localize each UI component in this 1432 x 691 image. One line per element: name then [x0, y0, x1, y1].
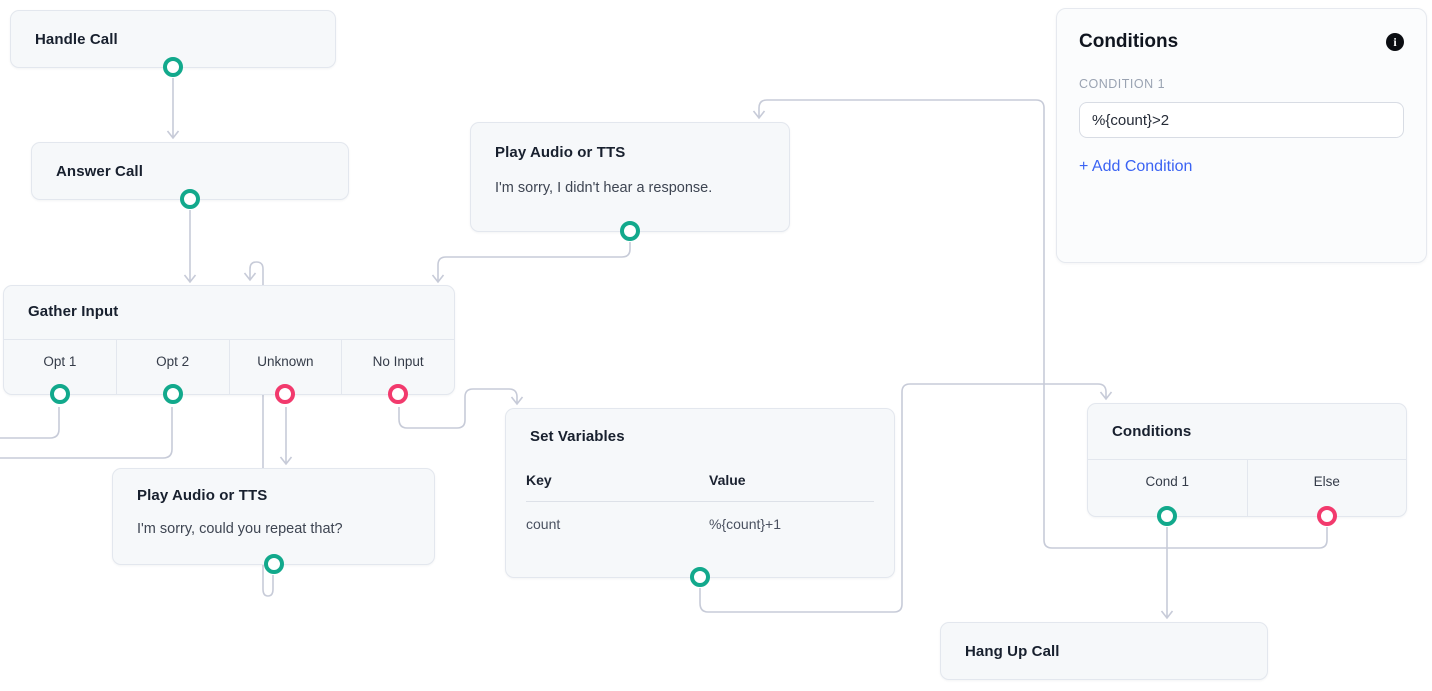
node-conditions[interactable]: Conditions Cond 1 Else — [1087, 403, 1407, 526]
add-condition-link[interactable]: + Add Condition — [1079, 158, 1193, 175]
edge-playbottom-loop-to-gather — [243, 261, 274, 597]
option-opt1[interactable]: Opt 1 — [4, 340, 116, 404]
option-label: No Input — [372, 354, 424, 369]
option-cond1[interactable]: Cond 1 — [1088, 460, 1247, 526]
table-row: count %{count}+1 — [526, 502, 874, 532]
edge-noinput-to-setvars — [398, 388, 524, 429]
table-divider — [526, 501, 874, 502]
node-play-audio-top[interactable]: Play Audio or TTS I'm sorry, I didn't he… — [470, 122, 790, 241]
edge-playtop-to-gather — [431, 242, 631, 284]
option-no-input[interactable]: No Input — [341, 340, 454, 404]
output-port-no-input[interactable] — [388, 384, 409, 404]
column-key: Key — [526, 472, 552, 488]
edge-opt2-out — [0, 407, 173, 459]
output-port-opt2[interactable] — [162, 384, 183, 404]
output-port-unknown[interactable] — [275, 384, 296, 404]
node-title: Answer Call — [56, 162, 143, 180]
node-title: Conditions — [1112, 423, 1192, 440]
output-port[interactable] — [163, 57, 183, 77]
node-hang-up-call[interactable]: Hang Up Call — [940, 622, 1268, 680]
condition-label: CONDITION 1 — [1079, 77, 1166, 91]
node-gather-input[interactable]: Gather Input Opt 1 Opt 2 Unknown No Inpu… — [3, 285, 455, 404]
edge-answer-to-gather — [183, 210, 197, 284]
node-play-audio-bottom[interactable]: Play Audio or TTS I'm sorry, could you r… — [112, 468, 435, 574]
variable-key: count — [526, 516, 561, 532]
panel-title: Conditions — [1079, 31, 1179, 52]
variable-value: %{count}+1 — [709, 516, 782, 532]
node-title: Handle Call — [35, 30, 118, 48]
node-title: Set Variables — [530, 428, 625, 445]
edge-else-to-playtop — [752, 99, 1328, 549]
node-title: Gather Input — [28, 303, 119, 320]
option-label: Opt 1 — [43, 354, 77, 369]
edge-cond1-to-hangup — [1160, 527, 1174, 620]
node-set-variables[interactable]: Set Variables Key Value count %{count}+1 — [505, 408, 895, 587]
option-label: Unknown — [257, 354, 314, 369]
condition-input[interactable] — [1079, 102, 1404, 138]
output-port[interactable] — [620, 221, 640, 241]
option-else[interactable]: Else — [1246, 460, 1407, 526]
edge-unknown-to-playbottom — [279, 407, 293, 466]
node-title: Hang Up Call — [965, 642, 1060, 660]
variables-table: Key Value count %{count}+1 — [526, 472, 874, 532]
node-handle-call[interactable]: Handle Call — [10, 10, 336, 77]
output-port[interactable] — [263, 554, 284, 574]
info-icon[interactable]: i — [1386, 33, 1404, 51]
node-title: Play Audio or TTS — [495, 144, 626, 161]
output-port-opt1[interactable] — [49, 384, 70, 404]
output-port-cond1[interactable] — [1157, 506, 1178, 526]
edge-setvars-to-conditions — [699, 383, 1113, 613]
node-message: I'm sorry, I didn't hear a response. — [495, 180, 713, 196]
edge-opt1-out — [0, 407, 60, 439]
node-title: Play Audio or TTS — [137, 487, 268, 504]
column-value: Value — [709, 472, 746, 488]
output-port[interactable] — [690, 567, 710, 587]
node-answer-call[interactable]: Answer Call — [31, 142, 349, 209]
option-label: Cond 1 — [1145, 474, 1190, 489]
option-label: Else — [1313, 474, 1340, 489]
output-port-else[interactable] — [1316, 506, 1337, 526]
gather-options-row: Opt 1 Opt 2 Unknown No Input — [4, 339, 454, 404]
conditions-options-row: Cond 1 Else — [1088, 459, 1407, 526]
option-unknown[interactable]: Unknown — [228, 340, 342, 404]
edge-handle-to-answer — [166, 78, 180, 140]
option-label: Opt 2 — [156, 354, 190, 369]
node-message: I'm sorry, could you repeat that? — [137, 521, 343, 537]
option-opt2[interactable]: Opt 2 — [115, 340, 229, 404]
conditions-panel: Conditions i CONDITION 1 + Add Condition — [1056, 8, 1427, 263]
output-port[interactable] — [180, 189, 200, 209]
